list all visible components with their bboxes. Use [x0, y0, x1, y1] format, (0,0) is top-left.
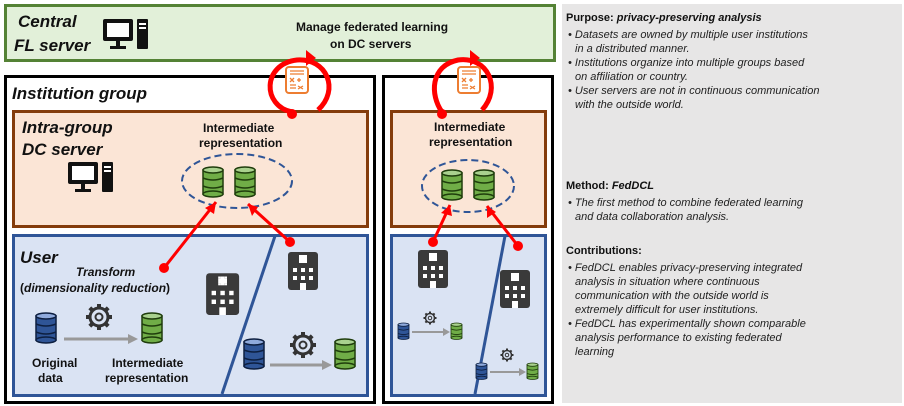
institution-group-title: Institution group	[12, 84, 148, 103]
gear-icon	[84, 302, 114, 332]
database-icon	[441, 169, 463, 201]
hospital-icon	[418, 250, 448, 288]
method-bullets: • The first method to combine federated …	[568, 197, 803, 223]
computer-icon	[103, 19, 148, 49]
database-icon	[202, 166, 224, 198]
original-data-label-1: Original	[32, 356, 78, 370]
intermediate-label-2: representation	[199, 136, 283, 150]
transform-label: Transform	[76, 265, 136, 279]
database-icon	[243, 338, 265, 370]
gear-icon	[288, 330, 318, 360]
database-icon	[526, 362, 539, 380]
database-icon	[397, 322, 410, 340]
intermediate2-label-1: Intermediate	[434, 120, 506, 134]
manage-label-2: on DC servers	[330, 37, 412, 51]
gear-icon	[499, 347, 515, 363]
contributions-bullets: • FedDCL enables privacy-preserving inte…	[568, 262, 806, 358]
database-icon	[475, 362, 488, 380]
original-data-label-2: data	[38, 371, 63, 385]
purpose-heading: Purpose: privacy-preserving analysis	[566, 12, 762, 24]
gear-icon	[422, 310, 438, 326]
model-icon	[285, 66, 309, 94]
dc-title-1: Intra-group	[22, 118, 113, 137]
hospital-icon	[500, 270, 530, 308]
manage-label-1: Manage federated learning	[296, 20, 449, 34]
contributions-heading: Contributions:	[566, 245, 642, 257]
hospital-icon	[206, 273, 240, 315]
hospital-icon	[288, 252, 318, 290]
summary-panel	[562, 4, 902, 403]
purpose-bullets: • Datasets are owned by multiple user in…	[568, 29, 820, 111]
database-icon	[450, 322, 463, 340]
method-heading: Method: FedDCL	[566, 180, 654, 192]
intermediate-label-1: Intermediate	[203, 121, 275, 135]
database-icon	[334, 338, 356, 370]
database-icon	[141, 312, 163, 344]
user-title: User	[20, 248, 58, 267]
database-icon	[473, 169, 495, 201]
intermediate2-label-2: representation	[429, 135, 513, 149]
database-icon	[234, 166, 256, 198]
computer-icon	[68, 162, 113, 192]
central-label-2: FL server	[14, 36, 91, 55]
intra-group-dc-server-2	[390, 110, 547, 228]
transform-desc: (dimensionality reduction)	[20, 281, 171, 295]
central-label-1: Central	[18, 12, 77, 31]
repr-label-1: Intermediate	[112, 356, 184, 370]
repr-label-2: representation	[105, 371, 189, 385]
dc-title-2: DC server	[22, 140, 103, 159]
model-icon	[457, 66, 481, 94]
database-icon	[35, 312, 57, 344]
central-fl-server-bar	[4, 4, 556, 62]
